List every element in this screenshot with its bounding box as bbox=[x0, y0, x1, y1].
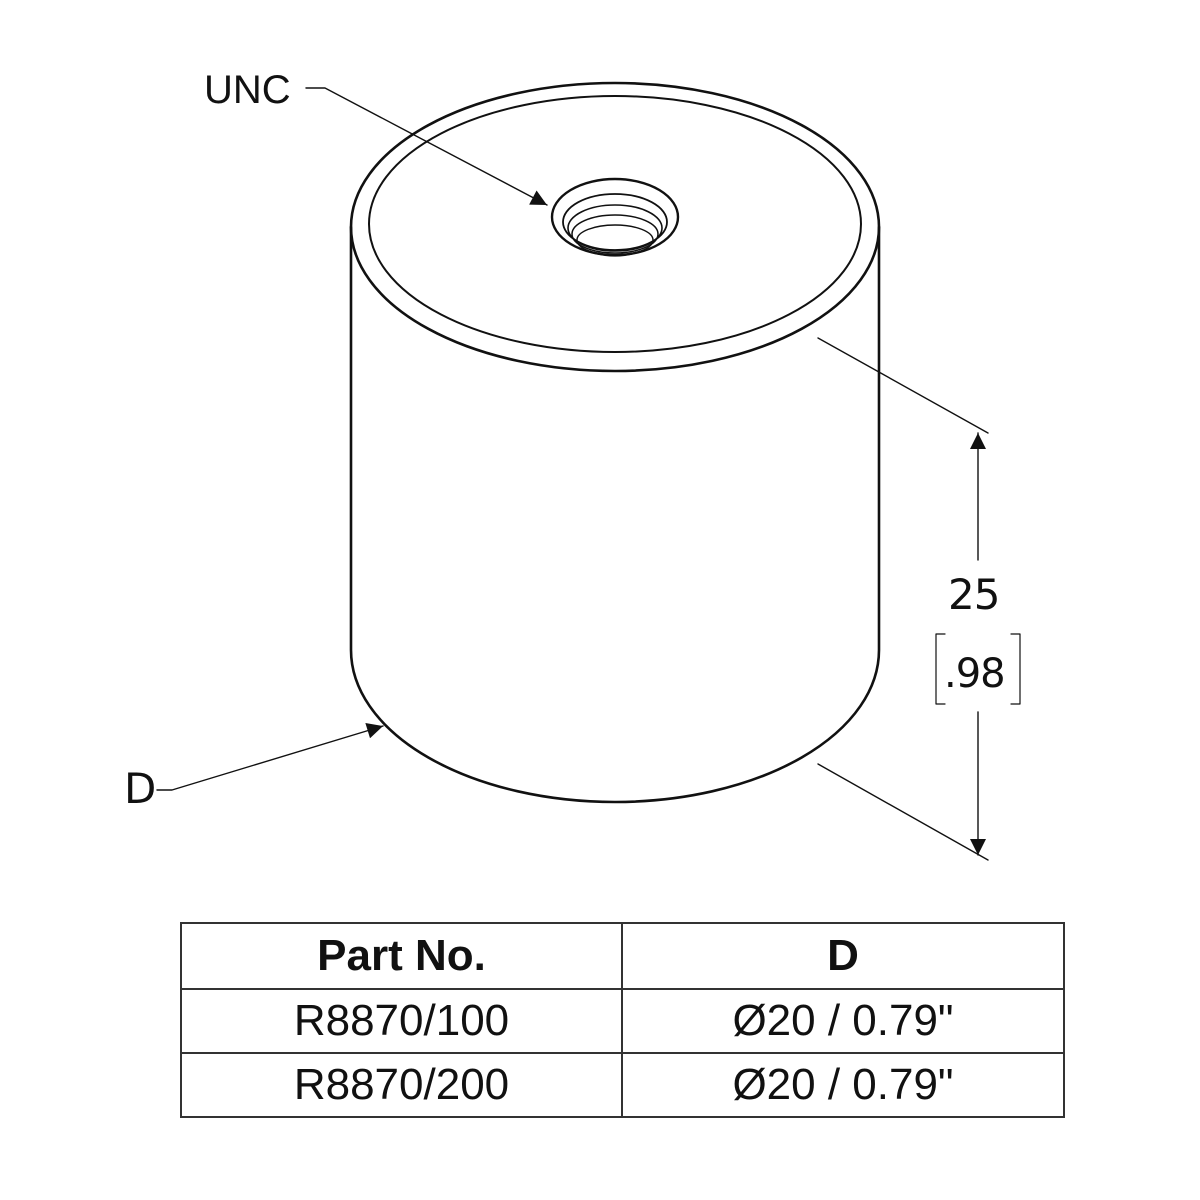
cylinder-top-chamfer bbox=[368, 95, 862, 353]
header-part-no: Part No. bbox=[180, 922, 623, 990]
threaded-hole bbox=[550, 177, 680, 257]
unc-leader bbox=[305, 87, 548, 206]
table-header-row: Part No. D bbox=[180, 922, 1065, 990]
header-diameter: D bbox=[621, 922, 1065, 990]
cylinder-top-rim bbox=[349, 81, 881, 373]
cylinder-body bbox=[349, 225, 881, 804]
cylinder-drawing bbox=[156, 81, 1021, 861]
extension-line-top bbox=[817, 337, 989, 434]
diameter-callout-label: D bbox=[124, 764, 157, 813]
height-dimension-mm: 25 bbox=[948, 570, 1000, 619]
table-row: R8870/100 Ø20 / 0.79" bbox=[180, 988, 1065, 1054]
cell-part-no: R8870/200 bbox=[180, 1052, 623, 1118]
table-row: R8870/200 Ø20 / 0.79" bbox=[180, 1052, 1065, 1118]
cell-part-no: R8870/100 bbox=[180, 988, 623, 1054]
bracket-left bbox=[935, 633, 946, 705]
bracket-right bbox=[1010, 633, 1021, 705]
part-spec-table: Part No. D R8870/100 Ø20 / 0.79" R8870/2… bbox=[180, 922, 1065, 1118]
cell-diameter: Ø20 / 0.79" bbox=[621, 988, 1065, 1054]
cell-diameter: Ø20 / 0.79" bbox=[621, 1052, 1065, 1118]
d-leader bbox=[156, 722, 384, 791]
height-dimension-inch: .98 bbox=[944, 651, 1006, 697]
extension-line-bottom bbox=[817, 763, 989, 861]
unc-thread-label: UNC bbox=[204, 68, 291, 112]
